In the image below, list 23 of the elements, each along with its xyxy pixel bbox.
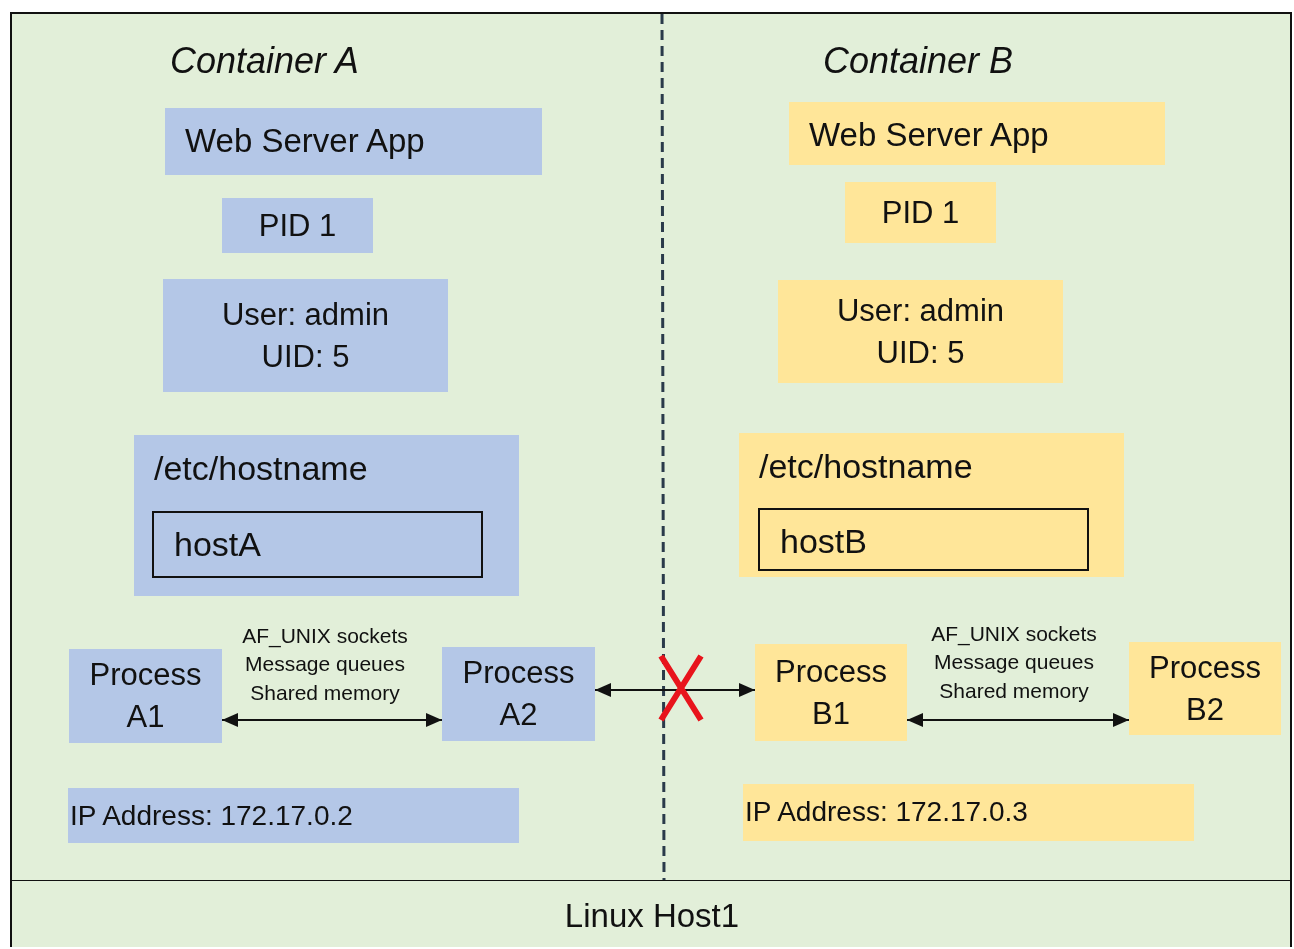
process-box: Process A1 (69, 649, 222, 743)
host-band: Linux Host1 (12, 880, 1292, 949)
hostname-box (739, 433, 1124, 577)
user-box: User: admin UID: 5 (163, 279, 448, 392)
app-box: Web Server App (789, 102, 1165, 165)
process-box: Process B2 (1129, 642, 1281, 735)
ip-address-box: IP Address: 172.17.0.3 (743, 784, 1194, 841)
pid-box: PID 1 (845, 182, 996, 243)
edge-label: AF_UNIX sockets Message queues Shared memory (930, 621, 1098, 704)
hostname-box (134, 435, 519, 596)
container-heading: Container B (823, 40, 1014, 82)
process-box: Process A2 (442, 647, 595, 741)
edge-label: AF_UNIX sockets Message queues Shared memory (241, 623, 409, 706)
pid-box: PID 1 (222, 198, 373, 253)
box-heading: /etc/hostname (153, 448, 369, 489)
box-heading: /etc/hostname (758, 446, 974, 487)
ip-address-box: IP Address: 172.17.0.2 (68, 788, 519, 843)
app-box: Web Server App (165, 108, 542, 175)
user-box: User: admin UID: 5 (778, 280, 1063, 383)
process-box: Process B1 (755, 644, 907, 741)
hostname-field: hostA (152, 511, 483, 578)
container-heading: Container A (170, 40, 359, 82)
hostname-field: hostB (758, 508, 1089, 571)
